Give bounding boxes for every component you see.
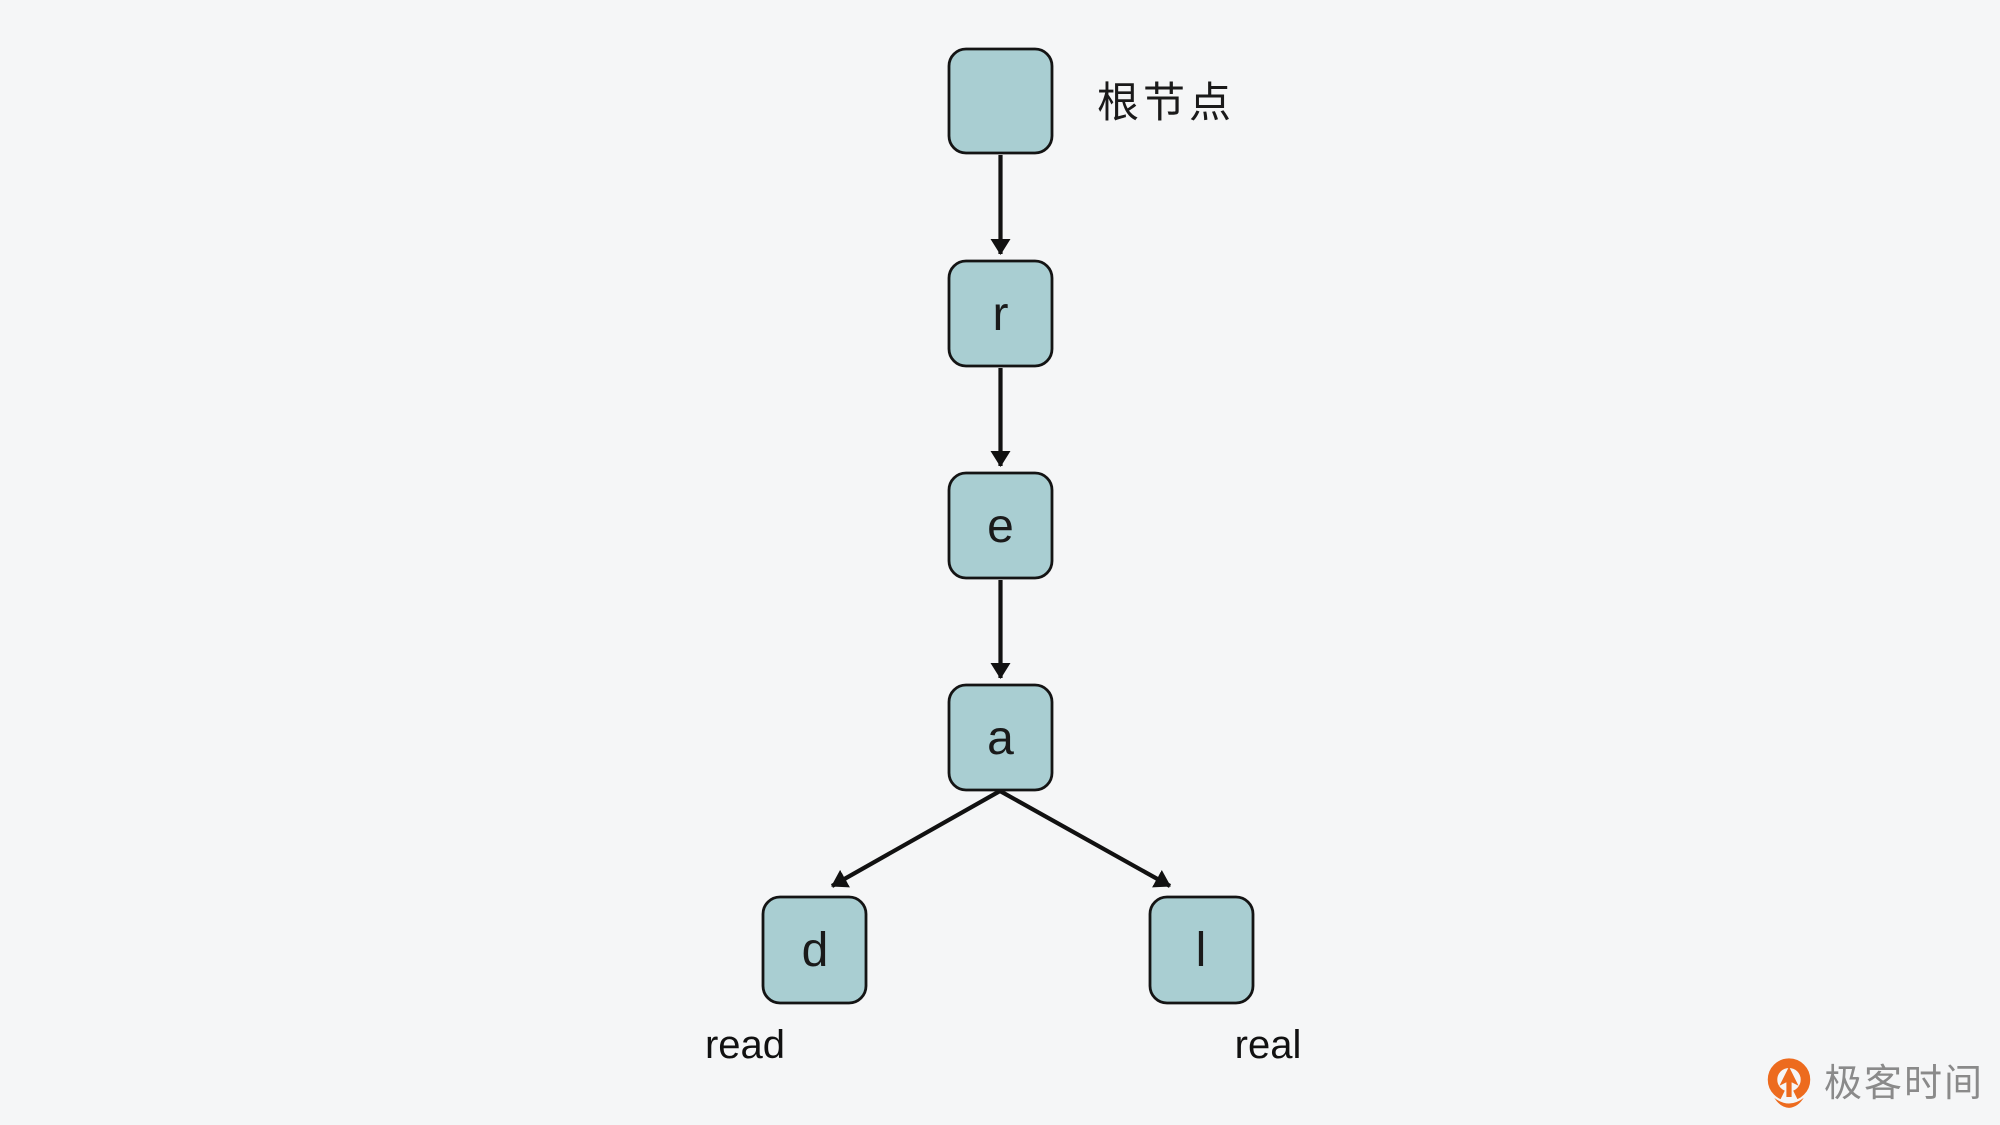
word-label-real: real [1235,1023,1302,1067]
node-r-label: r [993,288,1009,341]
node-d: d [761,895,868,1005]
node-r: r [947,259,1054,368]
node-l-label: l [1196,924,1207,977]
node-l: l [1148,895,1255,1005]
brand-logo: 极客时间 [1763,1055,1984,1113]
node-a: a [947,683,1054,792]
geektime-logo-text: 极客时间 [1823,1063,1984,1105]
node-root [947,47,1054,155]
node-a-label: a [987,712,1014,765]
edges [830,155,1172,888]
node-root-box [947,47,1054,155]
geektime-logo-icon [1767,1058,1811,1108]
node-r-box [947,259,1054,368]
node-d-box [761,895,868,1005]
edge-a-d [830,789,1002,888]
node-e-box [947,471,1054,580]
node-a-box [947,683,1054,792]
edge-a-l [998,789,1172,888]
root-annotation: 根节点 [1097,79,1235,126]
node-e: e [947,471,1054,580]
node-l-box [1148,895,1255,1005]
node-d-label: d [802,924,829,977]
word-label-read: read [705,1023,785,1067]
node-e-label: e [987,500,1014,553]
